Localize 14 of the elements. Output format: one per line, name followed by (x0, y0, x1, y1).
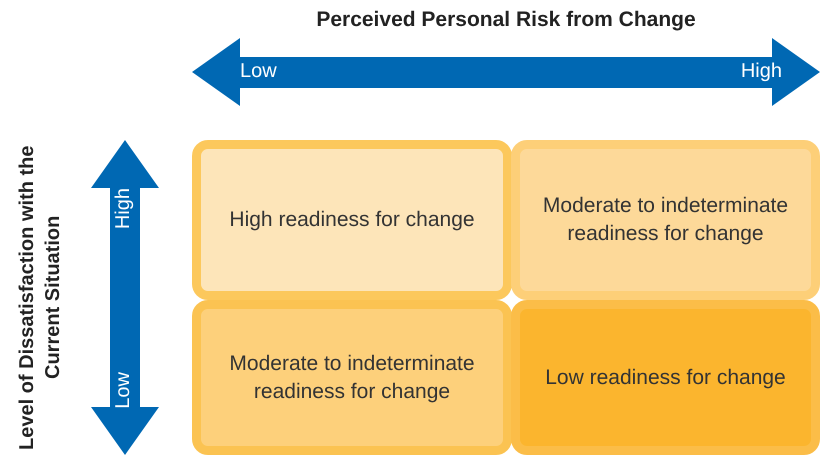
axis-label: Low (240, 60, 277, 83)
matrix-quadrant (192, 300, 512, 455)
quadrant-label: Moderate to indeterminate readiness for change (228, 350, 476, 404)
quadrant-label: High readiness for change (229, 207, 475, 233)
axis-label: High (740, 60, 782, 83)
matrix-quadrant (511, 140, 820, 300)
axis-title: Perceived Personal Risk from Change (315, 8, 697, 32)
axis-label: High (112, 188, 135, 230)
quadrant-label: Low readiness for change (545, 364, 786, 390)
matrix-quadrant (511, 300, 820, 455)
matrix-quadrant (192, 140, 512, 300)
axis-title: Level of Dissatisfaction with the Current Situation (15, 144, 65, 452)
axis-label: Low (112, 372, 135, 409)
quadrant-label: Moderate to indeterminate readiness for change (542, 193, 790, 247)
